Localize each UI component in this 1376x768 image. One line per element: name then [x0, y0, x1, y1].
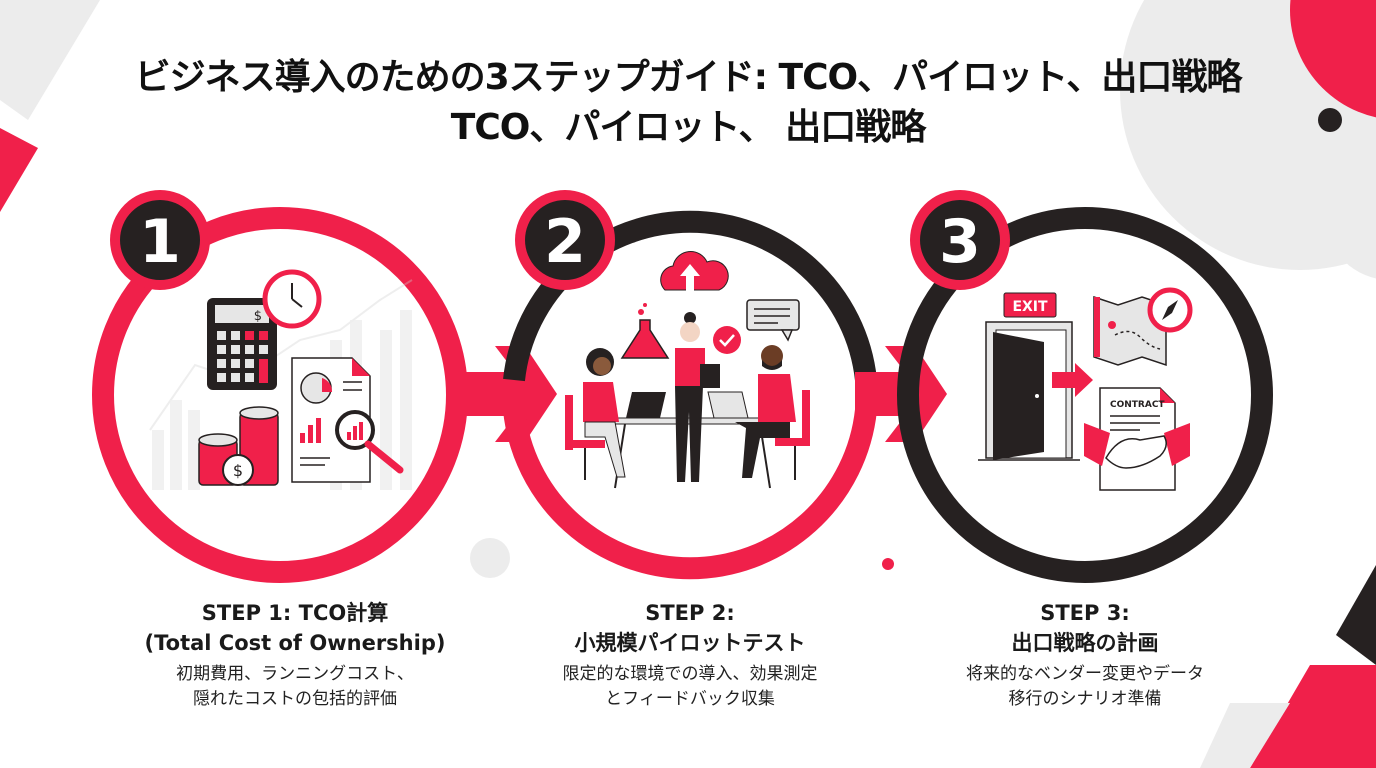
bg-gray-shape-bottom-right	[1200, 703, 1290, 768]
exit-sign-icon: EXIT	[1003, 292, 1057, 318]
bg-gray-circle-right	[1325, 151, 1376, 279]
team-meeting-illustration	[565, 312, 810, 489]
step-3-desc-line1: 将来的なベンダー変更やデータ	[966, 664, 1204, 684]
svg-text:3: 3	[939, 207, 981, 277]
bg-gray-dot	[470, 538, 510, 578]
step-3-heading-line1: STEP 3:	[1040, 601, 1130, 625]
bg-red-shape-left	[0, 128, 38, 212]
svg-text:2: 2	[544, 207, 586, 277]
coin-stack-icon: $	[198, 406, 279, 486]
step-1-number-badge: 1	[110, 190, 210, 290]
step-1-ring	[92, 207, 468, 583]
svg-text:1: 1	[139, 207, 181, 277]
step-2-ring	[503, 210, 877, 580]
cloud-upload-icon	[660, 251, 729, 292]
step-2-heading-line1: STEP 2:	[645, 601, 735, 625]
step-1-illustration: $ $	[149, 269, 413, 490]
step-3-number-badge: 3	[910, 190, 1010, 290]
step-3-heading-line2: 出口戦略の計画	[1011, 631, 1159, 655]
magnifier-icon	[335, 410, 404, 474]
page-title-line1: ビジネス導入のための3ステップガイド: TCO、パイロット、出口戦略	[134, 57, 1243, 98]
bg-gray-shape-top-left	[0, 0, 100, 120]
bg-red-dot	[882, 558, 894, 570]
calculator-icon: $	[207, 298, 277, 390]
bg-red-shape-bottom-right	[1250, 665, 1376, 768]
svg-text:CONTRACT: CONTRACT	[1110, 400, 1165, 410]
chat-bubble-icon	[746, 299, 800, 342]
step-2-description: 限定的な環境での導入、効果測定 とフィードバック収集	[490, 662, 890, 712]
report-document-icon	[291, 357, 371, 483]
page-title-line2: TCO、パイロット、 出口戦略	[450, 107, 926, 148]
step-2-heading-line2: 小規模パイロットテスト	[574, 631, 806, 655]
check-icon	[713, 326, 741, 354]
step-1-heading-line2: (Total Cost of Ownership)	[144, 631, 446, 655]
bg-red-circle-top-right	[1290, 0, 1376, 118]
handshake-icon	[1084, 423, 1190, 469]
step-2-text: STEP 2: 小規模パイロットテスト 限定的な環境での導入、効果測定 とフィー…	[490, 598, 890, 712]
bg-dark-dot	[1318, 108, 1342, 132]
bg-dark-shape-bottom-right	[1336, 565, 1376, 665]
step-1-heading-line1: STEP 1: TCO計算	[201, 601, 389, 625]
step-3-illustration: EXIT CONTRACT	[978, 287, 1193, 491]
exit-door-icon	[978, 321, 1080, 461]
step-2-desc-line1: 限定的な環境での導入、効果測定	[562, 664, 818, 684]
svg-text:$: $	[233, 461, 243, 480]
step-1-text: STEP 1: TCO計算 (Total Cost of Ownership) …	[95, 598, 495, 712]
step-2-desc-line2: とフィードバック収集	[605, 689, 775, 709]
step-3-ring	[897, 207, 1273, 583]
step-2-number-badge: 2	[515, 190, 615, 290]
step-1-desc-line2: 隠れたコストの包括的評価	[193, 689, 397, 709]
svg-text:$: $	[254, 309, 262, 324]
flask-icon	[620, 303, 670, 359]
step-3-desc-line2: 移行のシナリオ準備	[1008, 689, 1162, 709]
clock-icon	[262, 269, 322, 329]
step-1-desc-line1: 初期費用、ランニングコスト、	[176, 664, 414, 684]
step-2-illustration	[565, 251, 810, 489]
step-3-description: 将来的なベンダー変更やデータ 移行のシナリオ準備	[885, 662, 1285, 712]
exit-arrow-icon	[1052, 363, 1093, 397]
compass-icon	[1147, 287, 1193, 333]
svg-text:EXIT: EXIT	[1012, 299, 1048, 315]
step-3-text: STEP 3: 出口戦略の計画 将来的なベンダー変更やデータ 移行のシナリオ準備	[885, 598, 1285, 712]
step-1-description: 初期費用、ランニングコスト、 隠れたコストの包括的評価	[95, 662, 495, 712]
